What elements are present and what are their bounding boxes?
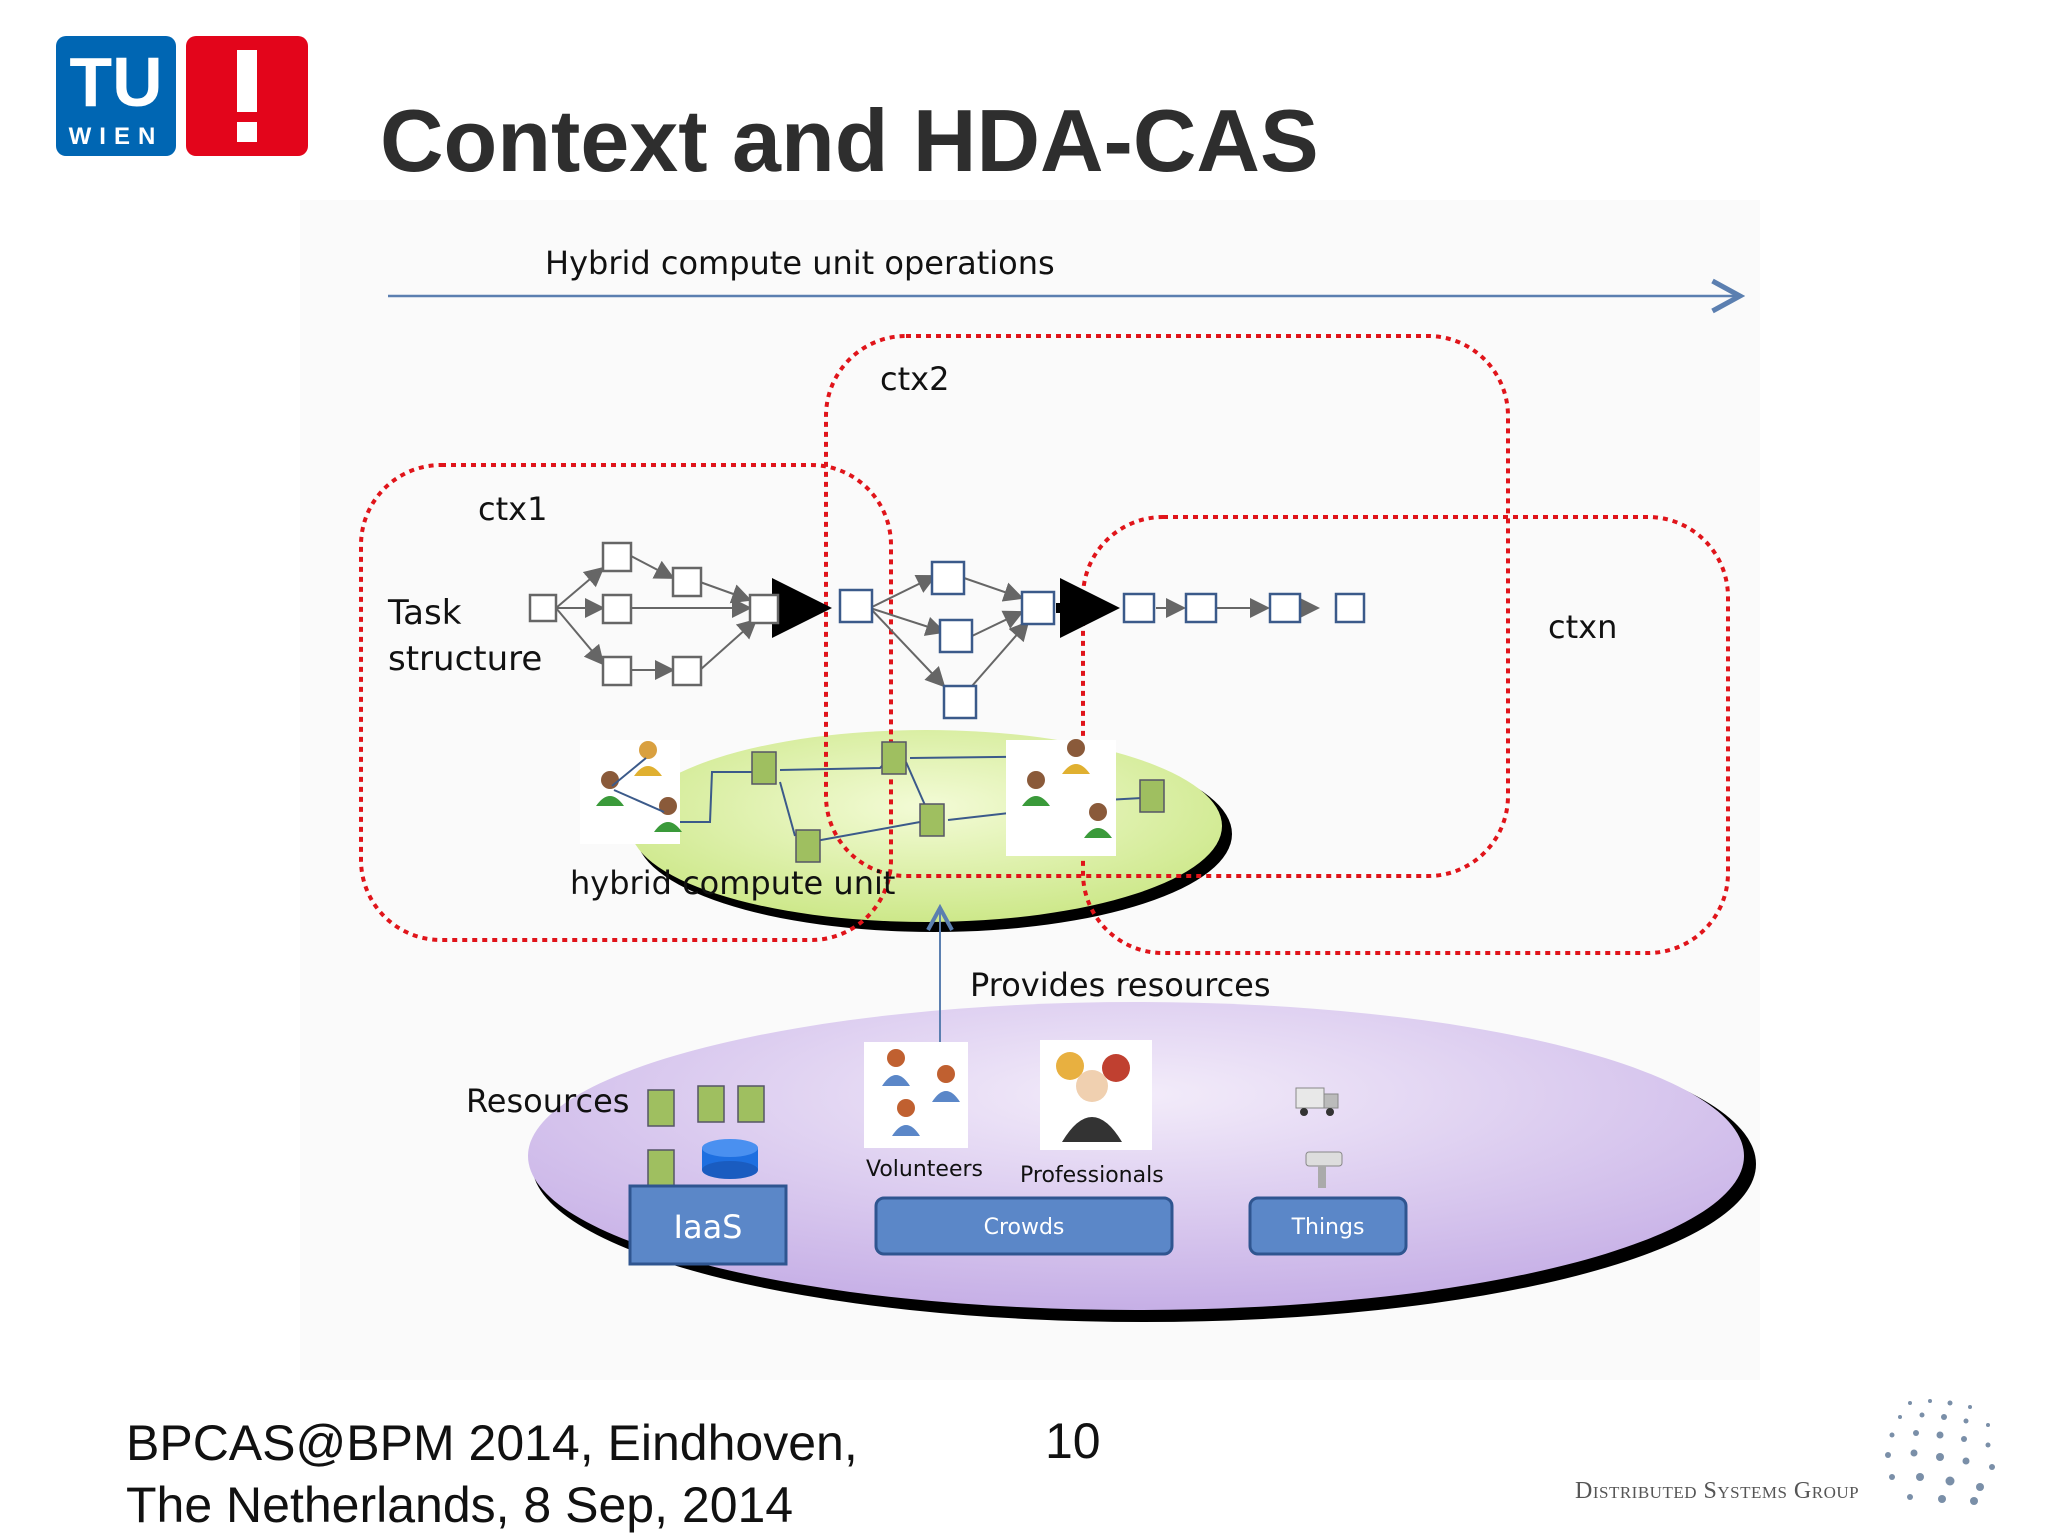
server-icon [795,829,821,863]
logo-letters: TU [69,43,162,121]
database-icon [702,1139,758,1179]
tu-wien-logo: TU WIEN [56,36,308,156]
people-cluster-right [1006,739,1116,856]
server-icon [1139,779,1165,813]
server-icon [737,1085,765,1123]
footer-conference: BPCAS@BPM 2014, Eindhoven, The Netherlan… [126,1412,858,1536]
server-icon [881,741,907,775]
professionals-icon [1040,1040,1152,1150]
iaas-box: IaaS [628,1184,788,1266]
page-number: 10 [1045,1413,1101,1469]
task-structure-label-line1: Task [387,593,462,633]
server-icon [647,1089,675,1127]
ctxn-label: ctxn [1548,608,1617,646]
ctx2-label: ctx2 [880,360,949,398]
timeline-label: Hybrid compute unit operations [545,244,1055,282]
truck-icon [1295,1087,1339,1116]
camera-icon [1305,1151,1343,1188]
iaas-server-icons [647,1085,765,1187]
unit-server-icons [751,741,1165,863]
person-icon [1084,803,1112,838]
professionals-label: Professionals [1020,1163,1164,1188]
person-icon [1062,739,1090,774]
footer-line2: The Netherlands, 8 Sep, 2014 [126,1477,794,1533]
dsg-logo-text: Distributed Systems Group [1575,1478,1860,1504]
resource-pool-ellipse [528,1002,1744,1310]
task-edges [555,555,1320,688]
dsg-logo-dots [1885,1399,1995,1505]
ctx1-region [359,463,893,942]
person-icon [634,741,662,776]
page-title: Context and HDA-CAS [380,91,1319,190]
person-icon [654,797,682,832]
provides-resources-label: Provides resources [970,966,1271,1004]
crowds-box: Crowds [874,1196,1174,1256]
server-icon [647,1149,675,1187]
footer-line1: BPCAS@BPM 2014, Eindhoven, [126,1415,858,1471]
server-icon [697,1085,725,1123]
ctx1-label: ctx1 [478,490,547,528]
server-icon [751,751,777,785]
person-icon [1022,771,1050,806]
server-icon [919,803,945,837]
volunteers-icon [864,1042,968,1148]
iaas-box-label: IaaS [674,1208,743,1246]
people-cluster-left [580,740,682,844]
volunteers-label: Volunteers [866,1157,983,1182]
task-squares [528,541,1366,720]
crowds-box-label: Crowds [984,1215,1065,1240]
resources-label: Resources [466,1082,629,1120]
things-box: Things [1248,1196,1408,1256]
ctxn-region [1081,515,1730,955]
logo-sub: WIEN [69,123,164,150]
things-box-label: Things [1291,1215,1365,1240]
hybrid-unit-label: hybrid compute unit [570,864,895,902]
task-structure-label-line2: structure [388,639,542,679]
